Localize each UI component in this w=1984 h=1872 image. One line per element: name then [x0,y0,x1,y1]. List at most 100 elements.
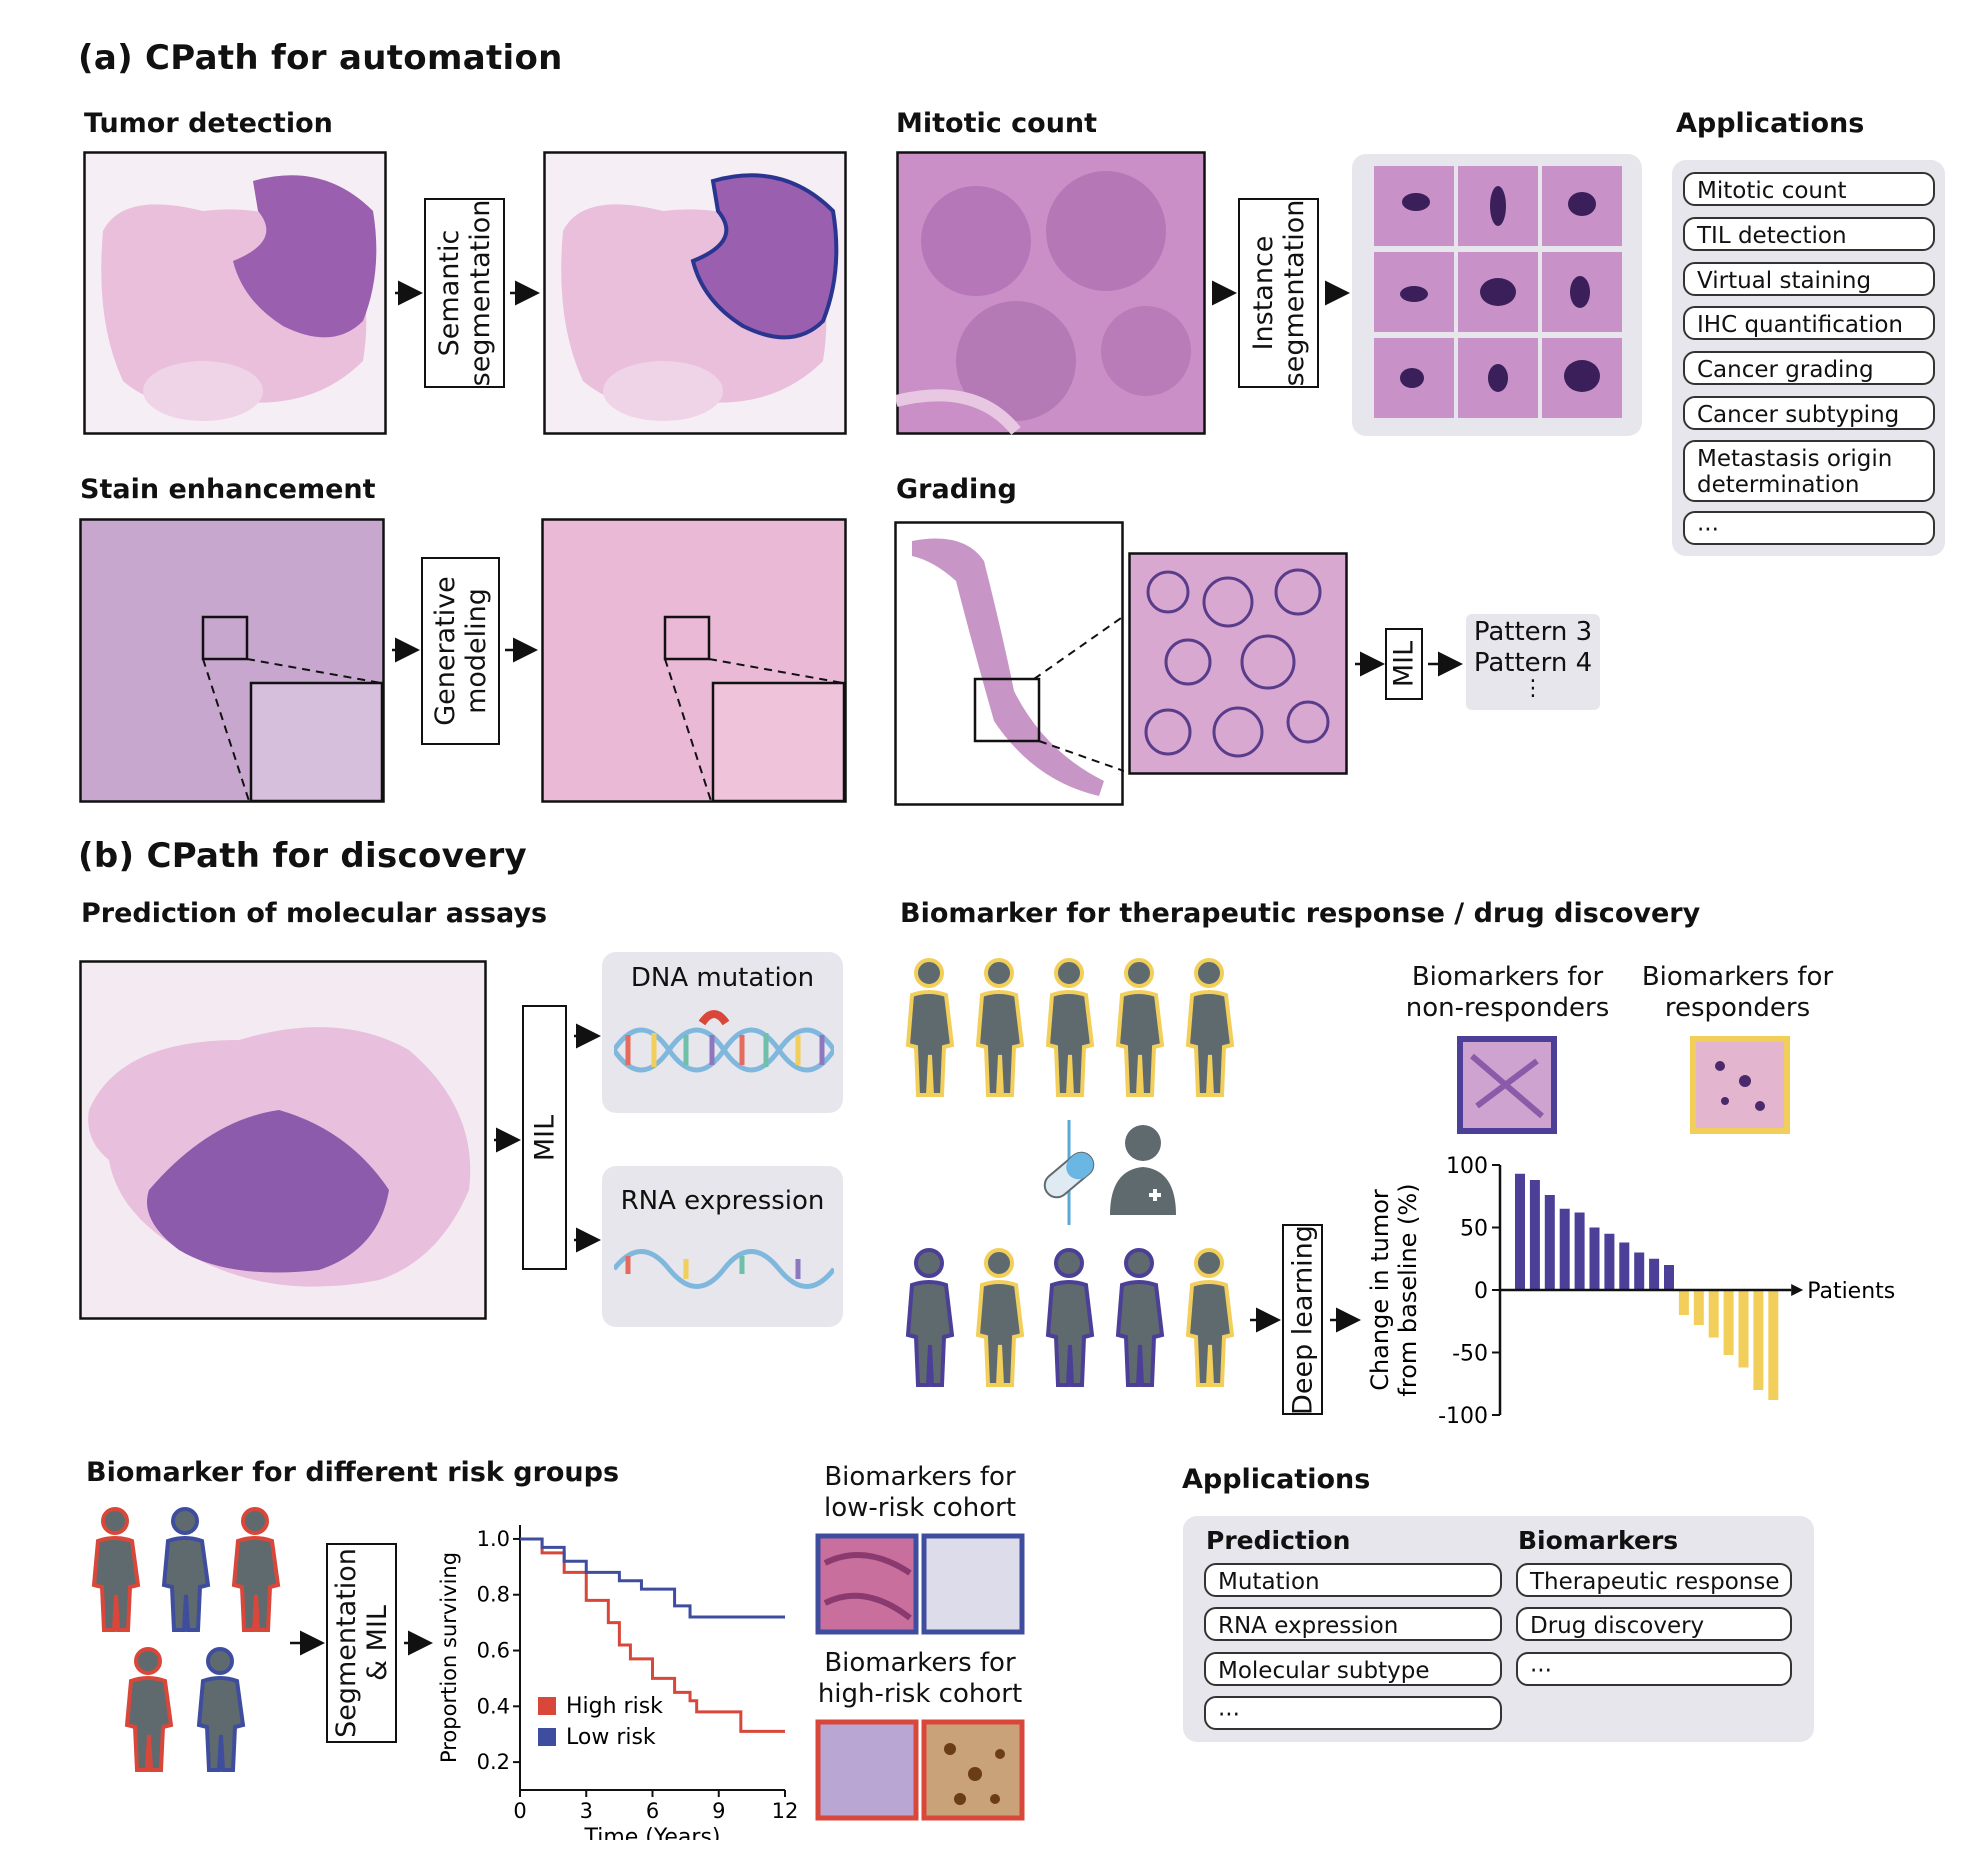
grading-output-pattern4: Pattern 4 [1473,648,1593,678]
generative-label-line1: Generative [429,576,461,726]
segmentation-mil-line2: & MIL [361,1605,393,1681]
biomarkers-header: Biomarkers [1518,1526,1679,1555]
prediction-header: Prediction [1206,1526,1351,1555]
segmentation-mil-line1: Segmentation [330,1548,362,1738]
mitotic-slide-image [896,151,1206,435]
series-line [520,1537,785,1733]
rna-strand-icon [614,1249,834,1289]
application-item: Metastasis origin determination [1683,440,1935,502]
molecular-mil-box: MIL [522,1005,567,1270]
bar [1589,1227,1600,1290]
grading-output-more: ⋮ [1522,676,1544,701]
risk-groups-title: Biomarker for different risk groups [86,1457,620,1488]
x-axis-label: Patients [1807,1279,1895,1304]
dna-helix-icon [614,1010,834,1073]
x-axis-label: Time (Years) [583,1825,720,1840]
rna-expression-panel [602,1166,843,1327]
y-tick-label: 1.0 [477,1527,510,1551]
application-item: TIL detection [1683,217,1935,251]
section-a-title: (a) CPath for automation [78,38,563,78]
high-risk-label-line1: Biomarkers for [824,1648,1016,1678]
instance-label-line1: Instance [1247,235,1279,351]
bar [1678,1290,1689,1315]
deep-learning-label: Deep learning [1287,1224,1318,1415]
x-tick-label: 9 [712,1799,725,1823]
low-risk-tiles-image [815,1533,1025,1635]
grading-output-panel [1466,614,1600,710]
stain-output-image [541,518,847,803]
application-item: IHC quantification [1683,306,1935,340]
semantic-label-line2: segmentation [464,199,496,387]
application-item: Virtual staining [1683,262,1935,296]
x-tick-label: 0 [513,1799,526,1823]
y-tick-label: 0.6 [477,1639,510,1663]
prediction-item: Mutation [1204,1563,1502,1597]
bar [1723,1290,1734,1355]
bar [1708,1290,1719,1338]
y-tick-label: 0.8 [477,1583,510,1607]
mitosis-crops-grid [1374,166,1622,418]
patients-before-icons [905,958,1235,1097]
legend-swatch [538,1697,556,1715]
x-tick-label: 12 [772,1799,799,1823]
bar [1753,1290,1764,1390]
tumor-slide-image [83,151,387,435]
generative-label-line2: modeling [460,588,492,714]
mitotic-count-title: Mitotic count [896,108,1098,139]
therapeutic-title: Biomarker for therapeutic response / dru… [900,898,1701,929]
high-risk-tiles-image [815,1719,1025,1821]
treatment-icons [1043,1120,1176,1225]
bar [1529,1180,1540,1290]
molecular-mil-label: MIL [529,1114,560,1161]
x-axis-arrow [1791,1284,1804,1296]
y-tick-label: 0.2 [477,1750,510,1774]
nonresponder-tile-image [1457,1036,1557,1134]
semantic-label-line1: Semantic [433,229,465,357]
prediction-item: ··· [1204,1696,1502,1730]
prediction-item: Molecular subtype [1204,1652,1502,1686]
y-tick-label: -100 [1438,1404,1488,1429]
y-tick-label: 0.4 [477,1694,510,1718]
responder-tile-image [1690,1036,1790,1134]
legend-swatch [538,1728,556,1746]
bar [1649,1258,1660,1290]
instance-label-line2: segmentation [1278,199,1310,387]
y-axis-label: Proportion surviving [437,1552,461,1763]
nonresponders-label-line2: non-responders [1405,993,1610,1023]
grading-mil-box: MIL [1385,628,1423,700]
responders-label-line1: Biomarkers for [1641,962,1834,992]
application-item: Mitotic count [1683,172,1935,206]
application-item: Cancer grading [1683,351,1935,385]
bar [1738,1290,1749,1368]
y-tick-label: 100 [1446,1154,1488,1179]
nonresponders-label-line1: Biomarkers for [1411,962,1604,992]
y-axis-label-line1: Change in tumor [1366,1189,1394,1391]
grading-mil-label: MIL [1388,640,1420,688]
stain-enhancement-title: Stain enhancement [80,474,376,505]
bar [1768,1290,1779,1400]
bar [1604,1233,1615,1290]
application-item: ··· [1683,511,1935,545]
low-risk-label-line1: Biomarkers for [824,1462,1016,1492]
bar [1634,1252,1645,1290]
x-tick-label: 3 [580,1799,593,1823]
biomarker-item: Drug discovery [1516,1607,1792,1641]
y-tick-label: 50 [1460,1217,1488,1242]
stain-input-image [79,518,385,803]
y-axis-label-line2: from baseline (%) [1394,1183,1422,1396]
patients-after-icons [905,1248,1235,1387]
molecular-slide-image [79,960,487,1320]
legend-label: Low risk [566,1725,656,1750]
series-line [520,1537,785,1619]
segmentation-mil-box: Segmentation& MIL [326,1543,397,1743]
bar [1559,1208,1570,1290]
biomarker-item: Therapeutic response [1516,1563,1792,1597]
tumor-detection-title: Tumor detection [84,108,333,139]
bar [1574,1212,1585,1290]
responders-label-line2: responders [1664,993,1811,1023]
bar [1664,1265,1674,1290]
